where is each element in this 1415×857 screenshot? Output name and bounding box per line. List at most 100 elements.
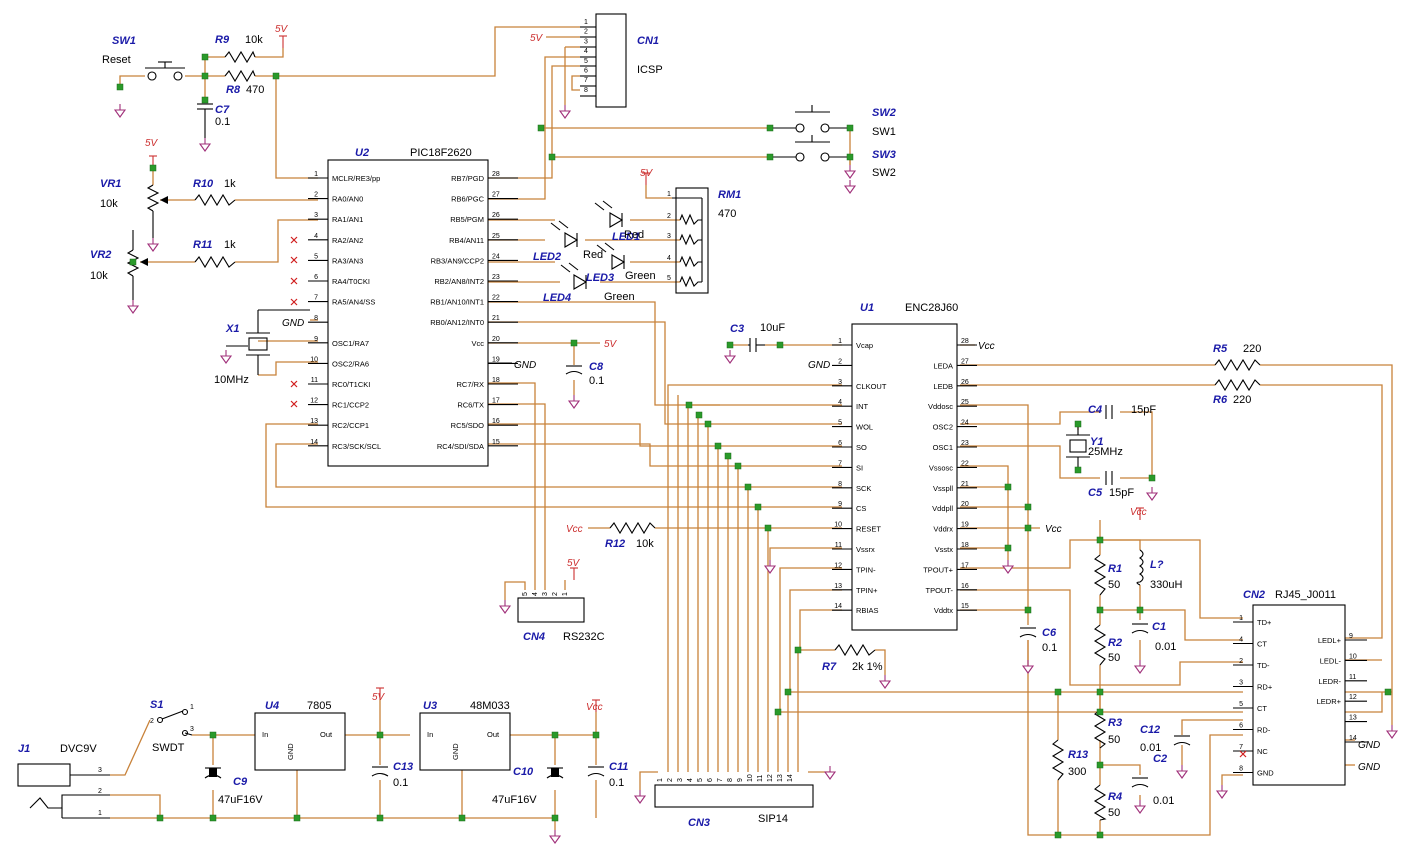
r5-ref: R5 xyxy=(1213,343,1228,355)
c10-capacitor: C10 47uF16V xyxy=(492,766,564,806)
pin-number: 1 xyxy=(667,191,671,198)
pin-name: GND xyxy=(1257,769,1274,778)
r4-ref: R4 xyxy=(1108,791,1122,803)
pin-name: LEDR- xyxy=(1318,677,1341,686)
pin-number: 11 xyxy=(311,377,318,384)
s1-ref: S1 xyxy=(150,699,163,711)
pin-number: 10 xyxy=(310,356,318,363)
pin-number: 4 xyxy=(838,399,842,406)
c3-ref: C3 xyxy=(730,323,744,335)
u3-regulator: In GND Out U3 48M033 xyxy=(419,700,511,771)
cn2-value: RJ45_J0011 xyxy=(1275,589,1336,601)
r5-resistor: R5 220 xyxy=(1213,343,1261,372)
pin-number: 11 xyxy=(835,542,842,549)
led1-value: Red xyxy=(624,229,644,241)
c9-value: 47uF16V xyxy=(218,794,263,806)
pin-number: 9 xyxy=(838,501,842,508)
r9-ref: R9 xyxy=(215,34,230,46)
c13-capacitor: C13 0.1 xyxy=(371,761,413,789)
pin-name: RA1/AN1 xyxy=(332,215,363,224)
pin-number: 9 xyxy=(737,778,744,782)
pin-name: RA0/AN0 xyxy=(332,195,363,204)
pin-number: 14 xyxy=(1349,735,1357,742)
r10-ref: R10 xyxy=(193,178,214,190)
pin-number: 13 xyxy=(1349,715,1357,722)
pin-name: OSC2/RA6 xyxy=(332,359,369,368)
led3: LED3 Green xyxy=(586,242,656,284)
pin-number: 13 xyxy=(310,418,318,425)
r1-ref: R1 xyxy=(1108,563,1122,575)
x1-value: 10MHz xyxy=(214,374,249,386)
pin-number: 1 xyxy=(562,592,569,596)
pin-number: 8 xyxy=(1239,766,1243,773)
c12-ref: C12 xyxy=(1140,724,1160,736)
c8-value: 0.1 xyxy=(589,375,604,387)
r1-resistor: R1 50 xyxy=(1093,554,1122,596)
c6-capacitor: C6 0.1 xyxy=(1019,627,1057,654)
pin-name: RA4/T0CKI xyxy=(332,277,370,286)
c7-capacitor: C7 0.1 xyxy=(197,103,230,138)
pin-name: RA2/AN2 xyxy=(332,236,363,245)
r7-resistor: R7 2k 1% xyxy=(822,643,883,673)
u4-regulator: In GND Out U4 7805 xyxy=(254,700,346,771)
r5-value: 220 xyxy=(1243,343,1261,355)
r9-resistor: R9 10k xyxy=(215,34,263,64)
pin-name: WOL xyxy=(856,423,873,432)
ground-symbols xyxy=(114,103,1398,844)
pin-name: RC0/T1CKI xyxy=(332,380,370,389)
sw1-ref: SW1 xyxy=(112,35,136,47)
sw2-ref: SW2 xyxy=(872,107,896,119)
svg-text:5V: 5V xyxy=(640,168,654,179)
pin-name: LEDL- xyxy=(1320,656,1342,665)
pin-number: 5 xyxy=(584,58,588,65)
pin-number: 11 xyxy=(1349,674,1356,681)
pin-name: RB2/AN8/INT2 xyxy=(434,277,484,286)
svg-text:Out: Out xyxy=(320,730,333,739)
pin-number: 25 xyxy=(961,399,969,406)
pin-name: RB1/AN10/INT1 xyxy=(430,298,484,307)
pin-name: TD- xyxy=(1257,661,1270,670)
pin-name: OSC1/RA7 xyxy=(332,339,369,348)
c5-capacitor: C5 15pF xyxy=(1088,471,1134,499)
r6-value: 220 xyxy=(1233,394,1251,406)
rm1-value: 470 xyxy=(718,208,736,220)
wires xyxy=(110,26,1393,836)
c6-ref: C6 xyxy=(1042,627,1057,639)
s1-power-switch: 2 1 3 S1 SWDT xyxy=(150,699,194,754)
vr1-ref: VR1 xyxy=(100,178,121,190)
r10-resistor: R10 1k xyxy=(193,178,236,207)
r3-resistor: R3 50 xyxy=(1093,709,1122,749)
pin-number: 26 xyxy=(492,212,500,219)
led3-value: Green xyxy=(625,270,656,282)
pin-number: 6 xyxy=(707,778,714,782)
svg-text:GND: GND xyxy=(451,743,460,760)
pin-number: 23 xyxy=(492,274,500,281)
c5-ref: C5 xyxy=(1088,487,1103,499)
gnd-label-cn2-13: GND xyxy=(1358,740,1380,751)
cn2-ref: CN2 xyxy=(1243,589,1265,601)
c10-value: 47uF16V xyxy=(492,794,537,806)
c3-value: 10uF xyxy=(760,322,785,334)
pin-name: NC xyxy=(1257,747,1268,756)
pin-number: 6 xyxy=(314,274,318,281)
pin-number: 3 xyxy=(1239,680,1243,687)
pin-number: 18 xyxy=(492,377,500,384)
r3-ref: R3 xyxy=(1108,717,1122,729)
r3-value: 50 xyxy=(1108,734,1120,746)
pin-number: 3 xyxy=(667,233,671,240)
y1-crystal: Y1 25MHz xyxy=(1066,425,1123,470)
pin-number: 13 xyxy=(777,774,784,782)
pin-name: Vcap xyxy=(856,341,873,350)
x1-ref: X1 xyxy=(225,323,239,335)
u2-value: PIC18F2620 xyxy=(410,147,472,159)
l1-value: 330uH xyxy=(1150,579,1182,591)
pin-number: 18 xyxy=(961,542,969,549)
pin-name: RB3/AN9/CCP2 xyxy=(431,256,484,265)
pin-name: RB6/PGC xyxy=(451,195,485,204)
pin-number: 10 xyxy=(834,522,842,529)
pin-number: 4 xyxy=(667,255,671,262)
r1-value: 50 xyxy=(1108,579,1120,591)
pin-name: RC5/SDO xyxy=(451,421,485,430)
